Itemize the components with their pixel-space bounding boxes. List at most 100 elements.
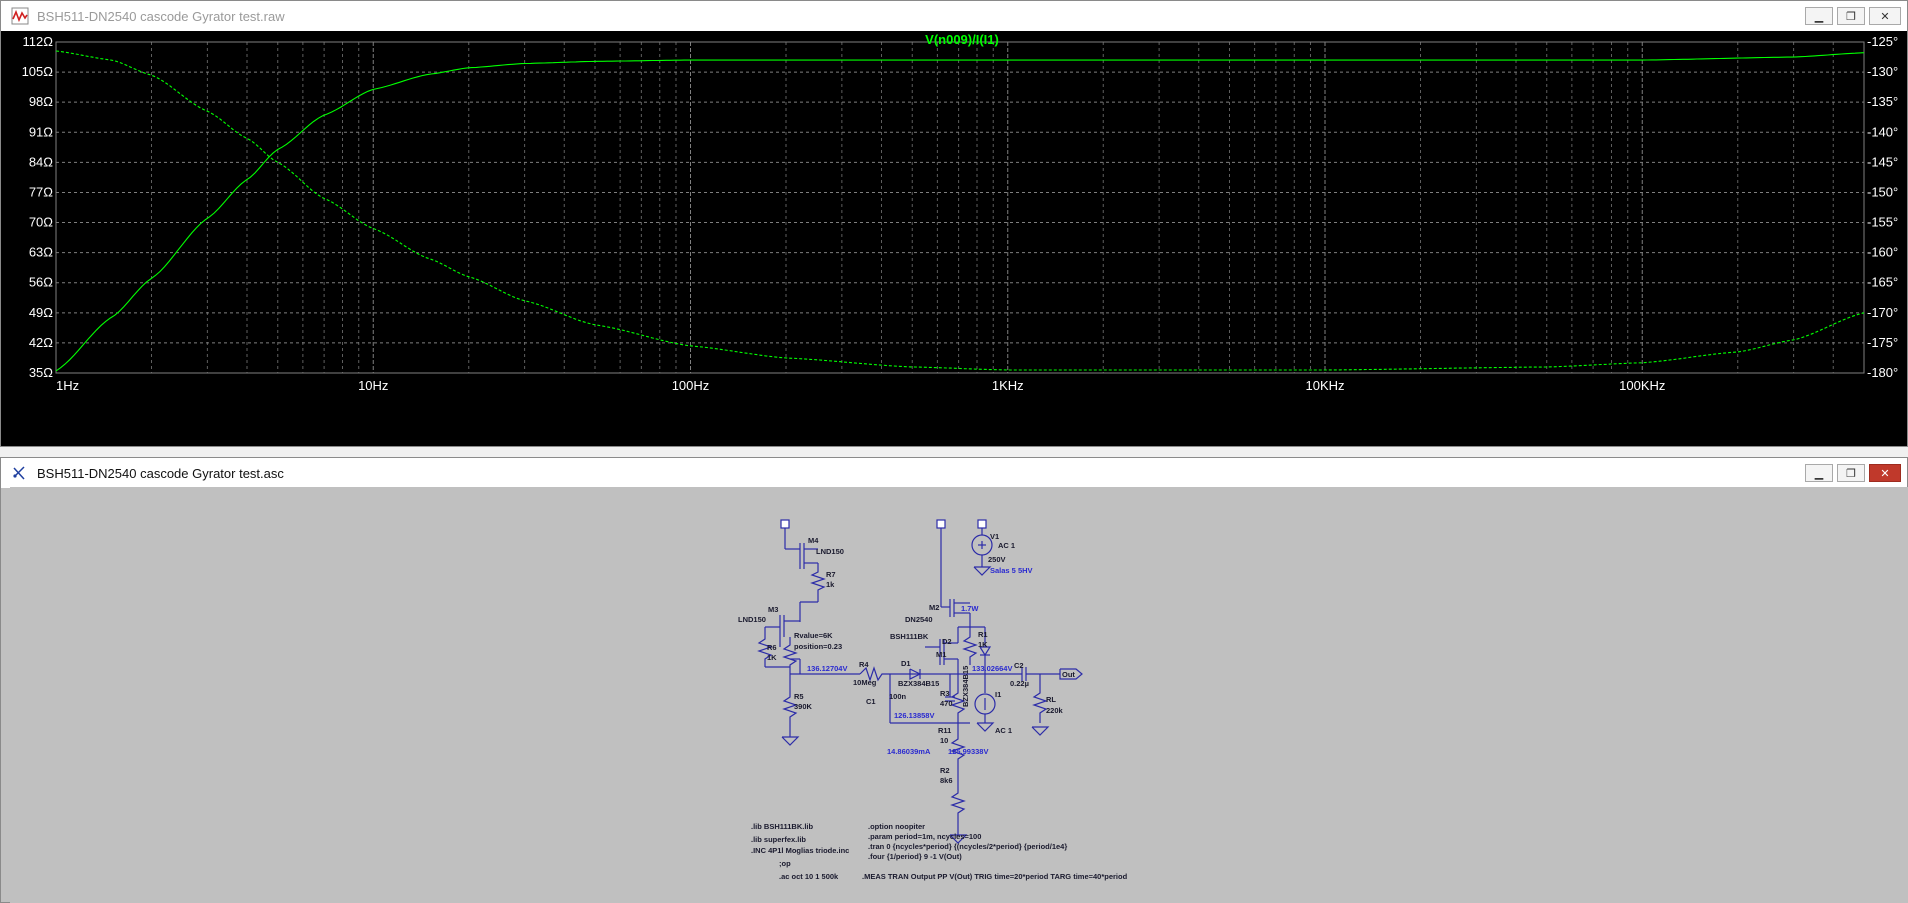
label-r11: R11 xyxy=(938,726,951,735)
phase-trace xyxy=(55,50,1865,371)
y-left-tick-label: 98Ω xyxy=(29,94,53,109)
y-left-tick-label: 77Ω xyxy=(29,184,53,199)
magnitude-trace xyxy=(55,52,1865,372)
schematic-close-button[interactable]: ✕ xyxy=(1869,464,1901,482)
label-node-voltage-4: 125.99338V xyxy=(948,747,988,756)
label-c2: C2 xyxy=(1014,661,1024,670)
y-right-tick-label: -125° xyxy=(1867,34,1898,49)
y-left-tick-label: 42Ω xyxy=(29,335,53,350)
waveform-icon xyxy=(11,7,29,25)
bode-chart[interactable]: 112Ω-125°105Ω-130°98Ω-135°91Ω-140°84Ω-14… xyxy=(9,31,1901,446)
y-left-tick-label: 84Ω xyxy=(29,154,53,169)
label-rvalue: Rvalue=6K xyxy=(794,631,833,640)
y-left-tick-label: 105Ω xyxy=(22,64,54,79)
y-right-tick-label: -165° xyxy=(1867,275,1898,290)
label-m4: M4 xyxy=(808,536,819,545)
label-i1-ac: AC 1 xyxy=(995,726,1012,735)
label-r2-value: 8k6 xyxy=(940,776,953,785)
schematic-part-labels: M4 LND150 R7 1k M3 LND150 Rvalue=6K posi… xyxy=(738,532,1075,785)
label-i1: I1 xyxy=(995,690,1001,699)
label-r1-value: 1K xyxy=(978,640,988,649)
label-rl-value: 220k xyxy=(1046,706,1064,715)
label-salas: Salas 5 5HV xyxy=(990,566,1033,575)
y-right-tick-label: -180° xyxy=(1867,365,1898,380)
x-tick-label: 100Hz xyxy=(672,378,710,393)
x-tick-label: 10KHz xyxy=(1305,378,1344,393)
label-r2: R2 xyxy=(940,766,950,775)
label-c2-value: 0.22µ xyxy=(1010,679,1029,688)
directive-option: .option noopiter xyxy=(868,822,925,831)
directive-op: ;op xyxy=(779,859,791,868)
directive-param: .param period=1m, ncycles=100 xyxy=(868,832,981,841)
label-1k: 1k xyxy=(826,580,835,589)
label-r4: R4 xyxy=(859,660,869,669)
label-d1: D1 xyxy=(901,659,911,668)
label-r11-value: 10 xyxy=(940,736,948,745)
label-dn2540: DN2540 xyxy=(905,615,933,624)
label-position: position=0.23 xyxy=(794,642,842,651)
plot-frame xyxy=(55,41,1865,374)
label-v1-ac: AC 1 xyxy=(998,541,1015,550)
directive-inc: .INC 4P1l Moglias triode.inc xyxy=(751,846,849,855)
label-d2-part: BZX384B15 xyxy=(961,666,970,707)
label-bsh111bk: BSH111BK xyxy=(890,632,929,641)
label-c1: C1 xyxy=(866,697,876,706)
label-d1-part: BZX384B15 xyxy=(898,679,939,688)
plot-restore-button[interactable]: ❐ xyxy=(1837,7,1865,25)
y-left-tick-label: 56Ω xyxy=(29,275,53,290)
plot-close-button[interactable]: ✕ xyxy=(1869,7,1901,25)
label-m3: M3 xyxy=(768,605,778,614)
x-tick-label: 100KHz xyxy=(1619,378,1665,393)
schematic-canvas[interactable]: M4 LND150 R7 1k M3 LND150 Rvalue=6K posi… xyxy=(10,487,1908,903)
label-r5: R5 xyxy=(794,692,804,701)
plot-window-titlebar[interactable]: BSH511-DN2540 cascode Gyrator test.raw ▁… xyxy=(1,1,1907,31)
x-tick-label: 10Hz xyxy=(358,378,388,393)
label-r6: R6 xyxy=(767,643,777,652)
x-tick-label: 1KHz xyxy=(992,378,1024,393)
plot-window: BSH511-DN2540 cascode Gyrator test.raw ▁… xyxy=(0,0,1908,447)
label-v1-dc: 250V xyxy=(988,555,1006,564)
y-right-tick-label: -150° xyxy=(1867,184,1898,199)
y-right-tick-label: -160° xyxy=(1867,245,1898,260)
y-left-tick-label: 63Ω xyxy=(29,245,53,260)
schematic-restore-button[interactable]: ❐ xyxy=(1837,464,1865,482)
y-left-tick-label: 35Ω xyxy=(29,365,53,380)
label-r1: R1 xyxy=(978,630,988,639)
label-rl: RL xyxy=(1046,695,1056,704)
plot-area[interactable]: 112Ω-125°105Ω-130°98Ω-135°91Ω-140°84Ω-14… xyxy=(9,31,1901,446)
label-r7: R7 xyxy=(826,570,836,579)
directive-lib-bsh: .lib BSH111BK.lib xyxy=(751,822,814,831)
directive-ac: .ac oct 10 1 500k xyxy=(779,872,839,881)
schematic-minimize-button[interactable]: ▁ xyxy=(1805,464,1833,482)
label-r5-value: 390K xyxy=(794,702,813,711)
spice-directives: .lib BSH111BK.lib .lib superfex.lib .INC… xyxy=(751,822,1128,881)
schematic-window-titlebar[interactable]: BSH511-DN2540 cascode Gyrator test.asc ▁… xyxy=(1,458,1907,488)
label-node-voltage-1: 136.12704V xyxy=(807,664,847,673)
y-right-tick-label: -140° xyxy=(1867,124,1898,139)
label-current: 14.86039mA xyxy=(887,747,931,756)
y-right-tick-label: -135° xyxy=(1867,94,1898,109)
schematic-drawing[interactable]: M4 LND150 R7 1k M3 LND150 Rvalue=6K posi… xyxy=(10,487,1908,903)
y-left-tick-label: 91Ω xyxy=(29,124,53,139)
schematic-icon xyxy=(13,466,25,480)
x-tick-label: 1Hz xyxy=(56,378,79,393)
y-right-tick-label: -145° xyxy=(1867,154,1898,169)
label-node-voltage-3: 126.13858V xyxy=(894,711,934,720)
label-m1: M1 xyxy=(936,650,946,659)
y-right-tick-label: -170° xyxy=(1867,305,1898,320)
y-right-tick-label: -130° xyxy=(1867,64,1898,79)
schematic-wires xyxy=(757,519,1083,844)
label-r6-value: 1K xyxy=(767,653,777,662)
directive-tran: .tran 0 {ncycles*period} {(ncycles/2*per… xyxy=(868,842,1067,851)
plot-minimize-button[interactable]: ▁ xyxy=(1805,7,1833,25)
label-lnd150-mid: LND150 xyxy=(738,615,766,624)
directive-meas: .MEAS TRAN Output PP V(Out) TRIG time=20… xyxy=(862,872,1128,881)
plot-window-title: BSH511-DN2540 cascode Gyrator test.raw xyxy=(37,8,285,24)
y-left-tick-label: 70Ω xyxy=(29,215,53,230)
label-m2: M2 xyxy=(929,603,939,612)
label-lnd150-top: LND150 xyxy=(816,547,844,556)
label-c1-value: 100n xyxy=(889,692,907,701)
y-right-tick-label: -175° xyxy=(1867,335,1898,350)
label-node-voltage-2: 133.02664V xyxy=(972,664,1012,673)
y-right-tick-label: -155° xyxy=(1867,215,1898,230)
